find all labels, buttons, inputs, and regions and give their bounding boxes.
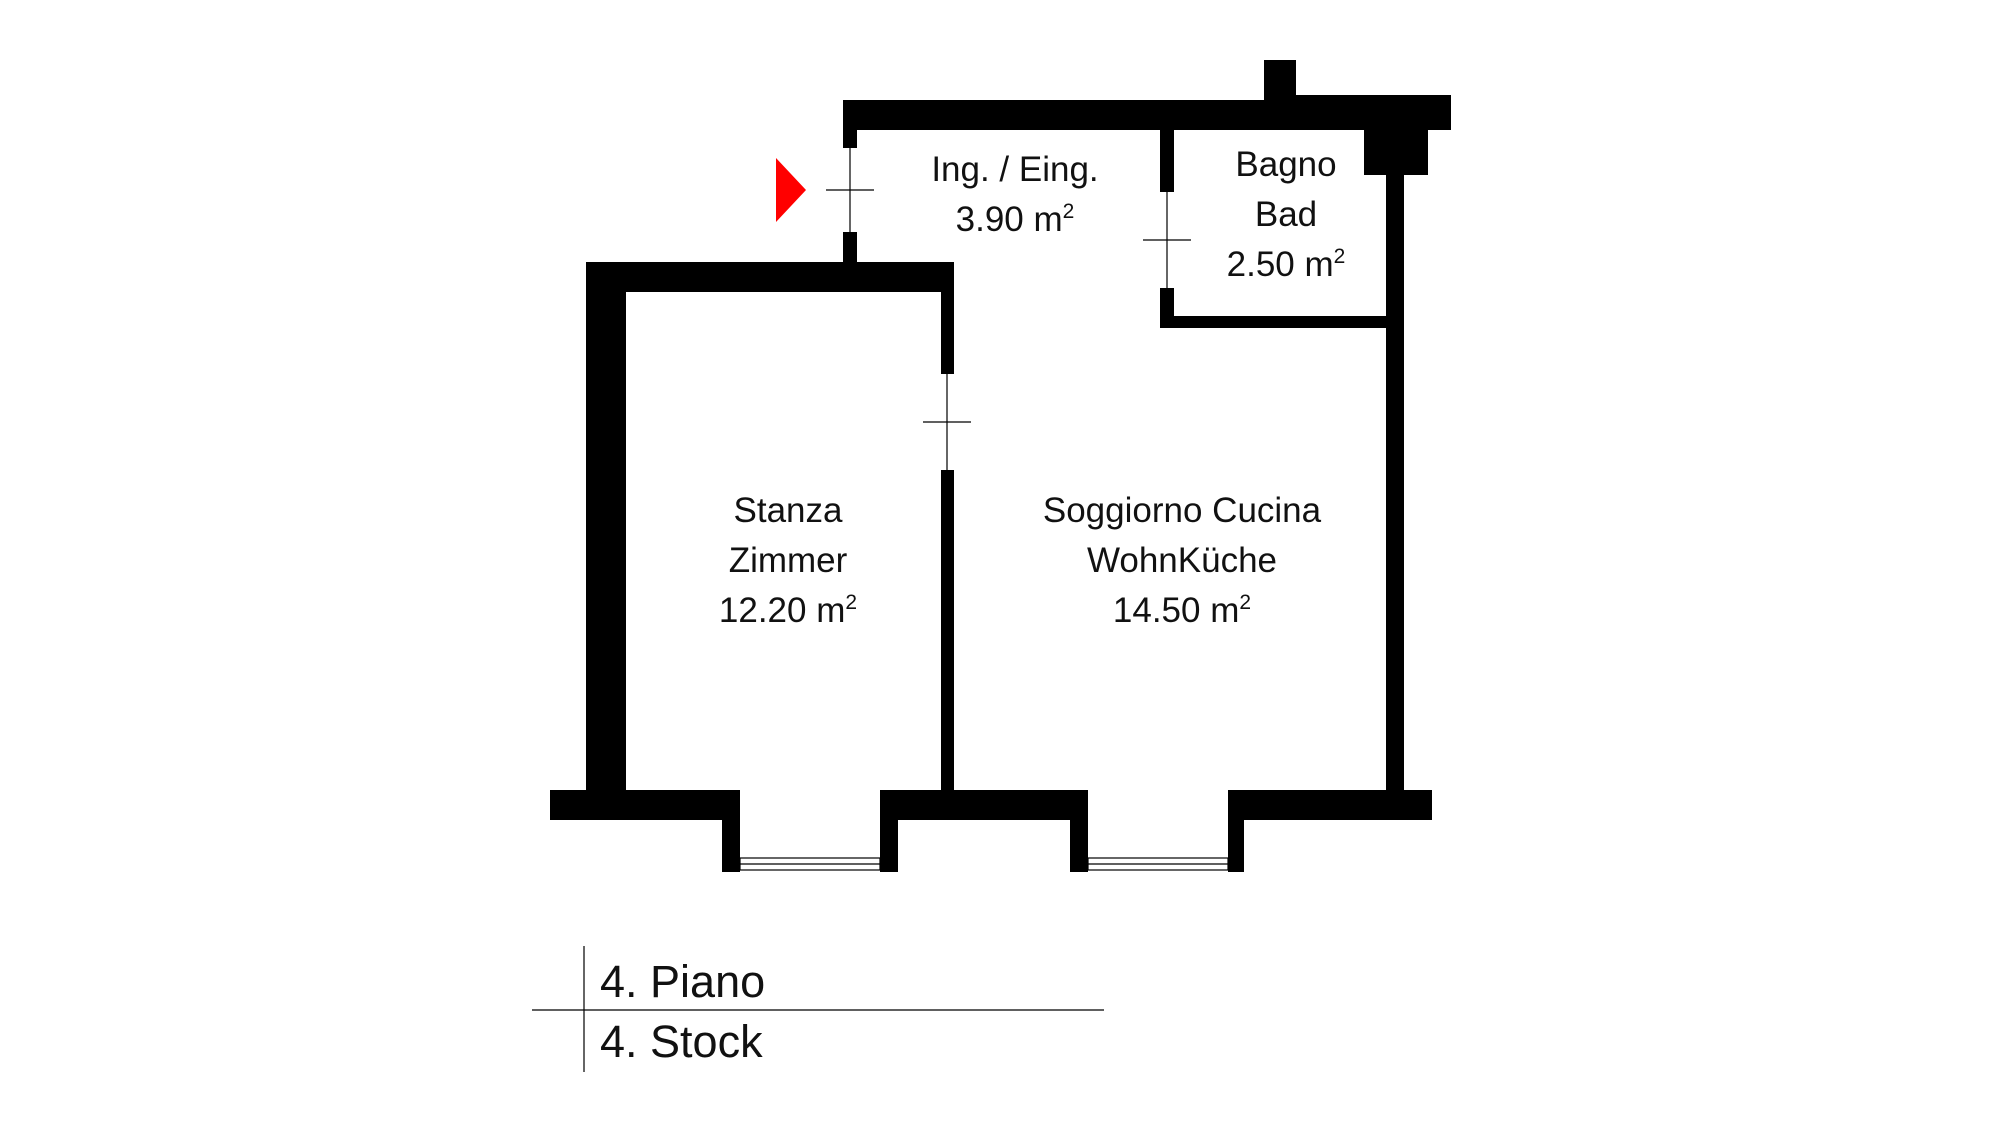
bathroom-door xyxy=(1143,192,1191,288)
bedroom-left-wall xyxy=(586,262,626,790)
floor-label-italian: 4. Piano xyxy=(600,956,765,1007)
floor-label-german: 4. Stock xyxy=(600,1016,763,1067)
right-wall xyxy=(1386,130,1404,790)
room-label-living-kitchen: Soggiorno Cucina WohnKüche 14.50 m2 xyxy=(1043,491,1322,630)
doors xyxy=(826,148,1191,470)
windows xyxy=(739,857,1229,871)
bottom-wall-middle xyxy=(880,790,1070,820)
room-area: 3.90 m2 xyxy=(956,200,1075,239)
room-name-secondary: Zimmer xyxy=(729,541,848,580)
living-window-jamb-left xyxy=(1070,790,1088,872)
bathroom-wall-upper xyxy=(1160,130,1174,192)
room-area: 14.50 m2 xyxy=(1113,591,1251,630)
bedroom-top-wall xyxy=(586,262,954,292)
bottom-wall-left xyxy=(550,790,740,820)
entrance-arrow-icon xyxy=(776,158,806,222)
room-name: Bagno xyxy=(1235,145,1336,184)
entrance-door xyxy=(826,148,874,232)
room-name-secondary: WohnKüche xyxy=(1087,541,1277,580)
chimney xyxy=(1264,60,1296,100)
bedroom-window xyxy=(739,857,881,871)
bedroom-window-jamb-left xyxy=(722,790,740,872)
bathroom-bottom-wall xyxy=(1160,316,1404,328)
bedroom-door xyxy=(923,374,971,470)
room-label-entrance: Ing. / Eing. 3.90 m2 xyxy=(931,150,1098,239)
floor-legend: 4. Piano 4. Stock xyxy=(532,946,1104,1072)
room-name: Stanza xyxy=(734,491,843,530)
room-name-secondary: Bad xyxy=(1255,195,1317,234)
room-area: 12.20 m2 xyxy=(719,591,857,630)
room-area: 2.50 m2 xyxy=(1227,245,1346,284)
walls xyxy=(550,60,1451,872)
bottom-wall-right xyxy=(1228,790,1432,820)
room-name: Soggiorno Cucina xyxy=(1043,491,1322,530)
entrance-wall-bottom xyxy=(843,232,857,262)
room-label-bedroom: Stanza Zimmer 12.20 m2 xyxy=(719,491,857,630)
top-right-wall xyxy=(1293,95,1451,130)
room-label-bathroom: Bagno Bad 2.50 m2 xyxy=(1227,145,1346,284)
living-window xyxy=(1087,857,1229,871)
living-window-jamb-right xyxy=(1228,790,1244,872)
bedroom-window-jamb-right xyxy=(880,790,898,872)
partition-wall-lower xyxy=(941,470,954,790)
room-name: Ing. / Eing. xyxy=(931,150,1098,189)
partition-wall-upper xyxy=(941,262,954,374)
entrance-wall-top xyxy=(843,100,857,148)
